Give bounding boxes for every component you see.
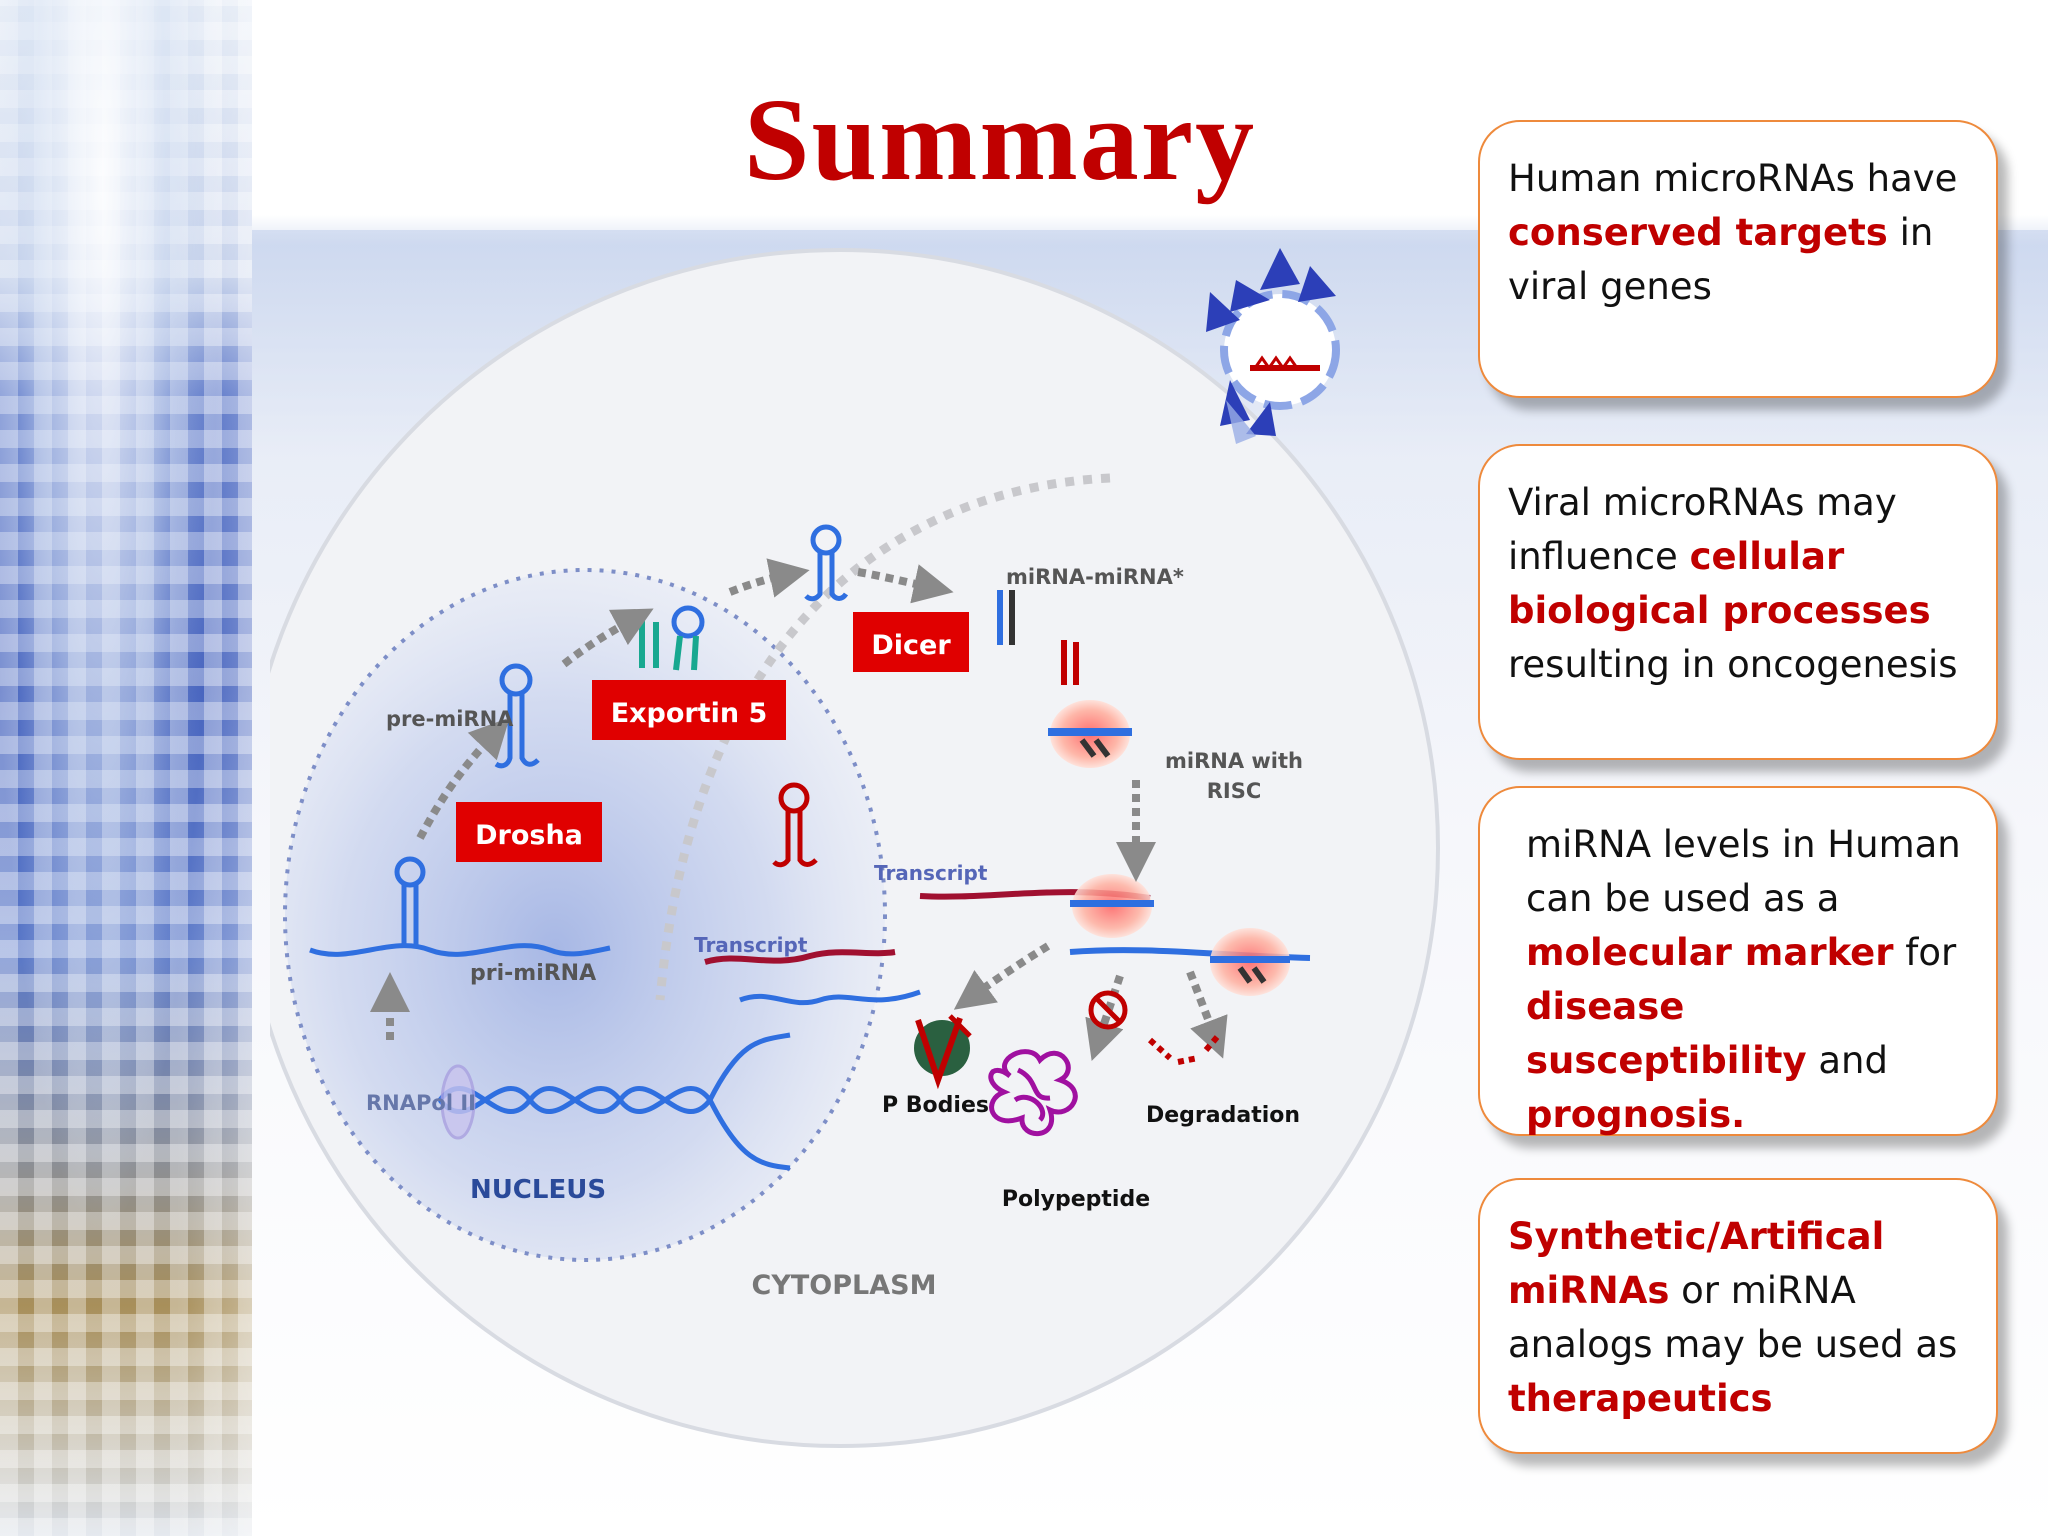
- label-polypeptide: Polypeptide: [1002, 1187, 1150, 1212]
- svg-text:Exportin 5: Exportin 5: [611, 698, 768, 729]
- virus-entry-arrow: [655, 473, 1111, 1001]
- box3-highlight-2: disease susceptibility: [1526, 985, 1807, 1082]
- svg-text:Dicer: Dicer: [871, 630, 951, 661]
- label-transcript-1: Transcript: [874, 861, 988, 885]
- box4-highlight-1: Synthetic/Artifical miRNAs: [1508, 1215, 1885, 1312]
- no-symbol-icon: [1088, 990, 1128, 1030]
- summary-box-molecular-marker: miRNA levels in Human can be used as a m…: [1478, 786, 1998, 1136]
- exportin-box: Exportin 5: [592, 680, 786, 740]
- label-pre-mirna: pre-miRNA: [386, 707, 514, 731]
- rna-polymerase: [440, 1064, 476, 1140]
- p-body-icon: [914, 1014, 972, 1090]
- pathway-arrows: [370, 558, 1228, 1061]
- label-p-bodies: P Bodies: [882, 1093, 989, 1118]
- box3-text-3: and: [1806, 1039, 1888, 1082]
- nucleus-region: [283, 568, 887, 1262]
- label-mirna-star: miRNA-miRNA*: [1006, 565, 1184, 589]
- box4-text-1: or miRNA analogs may be used as: [1508, 1269, 1958, 1366]
- mirna-duplex: [997, 590, 1015, 645]
- virus-particle: [1206, 248, 1340, 444]
- summary-box-conserved-targets: Human microRNAs have conserved targets i…: [1478, 120, 1998, 398]
- box4-highlight-2: therapeutics: [1508, 1377, 1773, 1420]
- summary-box-viral-micrornas: Viral microRNAs may influence cellular b…: [1478, 444, 1998, 760]
- decorative-side-panel: [0, 0, 252, 1536]
- transcript-red-lower: [704, 949, 896, 965]
- red-duplex: [1061, 640, 1079, 685]
- pri-mirna-strand: [309, 943, 611, 957]
- box2-highlight-1: cellular biological processes: [1508, 535, 1931, 632]
- risc-bound-lower: [1210, 928, 1290, 996]
- mirna-pathway-diagram: Drosha Exportin 5 Dicer pre-miRNA miRNA-…: [270, 240, 1450, 1460]
- drosha-box: Drosha: [456, 802, 602, 862]
- pri-mirna-hairpin: [394, 856, 426, 948]
- label-mirna-risc-1: miRNA with: [1165, 749, 1303, 773]
- summary-box-therapeutics: Synthetic/Artifical miRNAs or miRNA anal…: [1478, 1178, 1998, 1454]
- box2-text-1: Viral microRNAs may influence: [1508, 481, 1897, 578]
- box3-highlight-1: molecular marker: [1526, 931, 1894, 974]
- box2-text-2: resulting in oncogenesis: [1508, 643, 1958, 686]
- polypeptide-icon: [988, 1049, 1078, 1136]
- degradation-fragments: [1147, 1034, 1221, 1065]
- risc-complex: [1048, 700, 1132, 768]
- label-degradation: Degradation: [1146, 1103, 1300, 1128]
- box3-highlight-3: prognosis.: [1526, 1093, 1746, 1136]
- slide-title: Summary: [743, 74, 1257, 205]
- pre-mirna-hairpin: [494, 663, 540, 769]
- box1-text-2: in viral genes: [1508, 211, 1934, 308]
- label-transcript-2: Transcript: [694, 933, 808, 957]
- risc-bound-upper: [1070, 874, 1154, 938]
- label-mirna-risc-2: RISC: [1207, 779, 1262, 803]
- label-pri-mirna: pri-miRNA: [470, 961, 596, 986]
- box1-highlight-1: conserved targets: [1508, 211, 1888, 254]
- svg-text:Drosha: Drosha: [475, 820, 583, 851]
- label-nucleus: NUCLEUS: [470, 1175, 606, 1205]
- label-cytoplasm: CYTOPLASM: [752, 1270, 937, 1301]
- dna-helix: [438, 1032, 791, 1171]
- box3-text-1: miRNA levels in Human can be used as a: [1526, 823, 1961, 920]
- dicer-box: Dicer: [853, 612, 969, 672]
- label-rnapol: RNAPol II: [366, 1091, 476, 1115]
- box1-text-1: Human microRNAs have: [1508, 157, 1958, 200]
- transcript-blue: [739, 989, 921, 1006]
- viral-hairpin: [772, 782, 818, 868]
- box3-text-2: for: [1893, 931, 1957, 974]
